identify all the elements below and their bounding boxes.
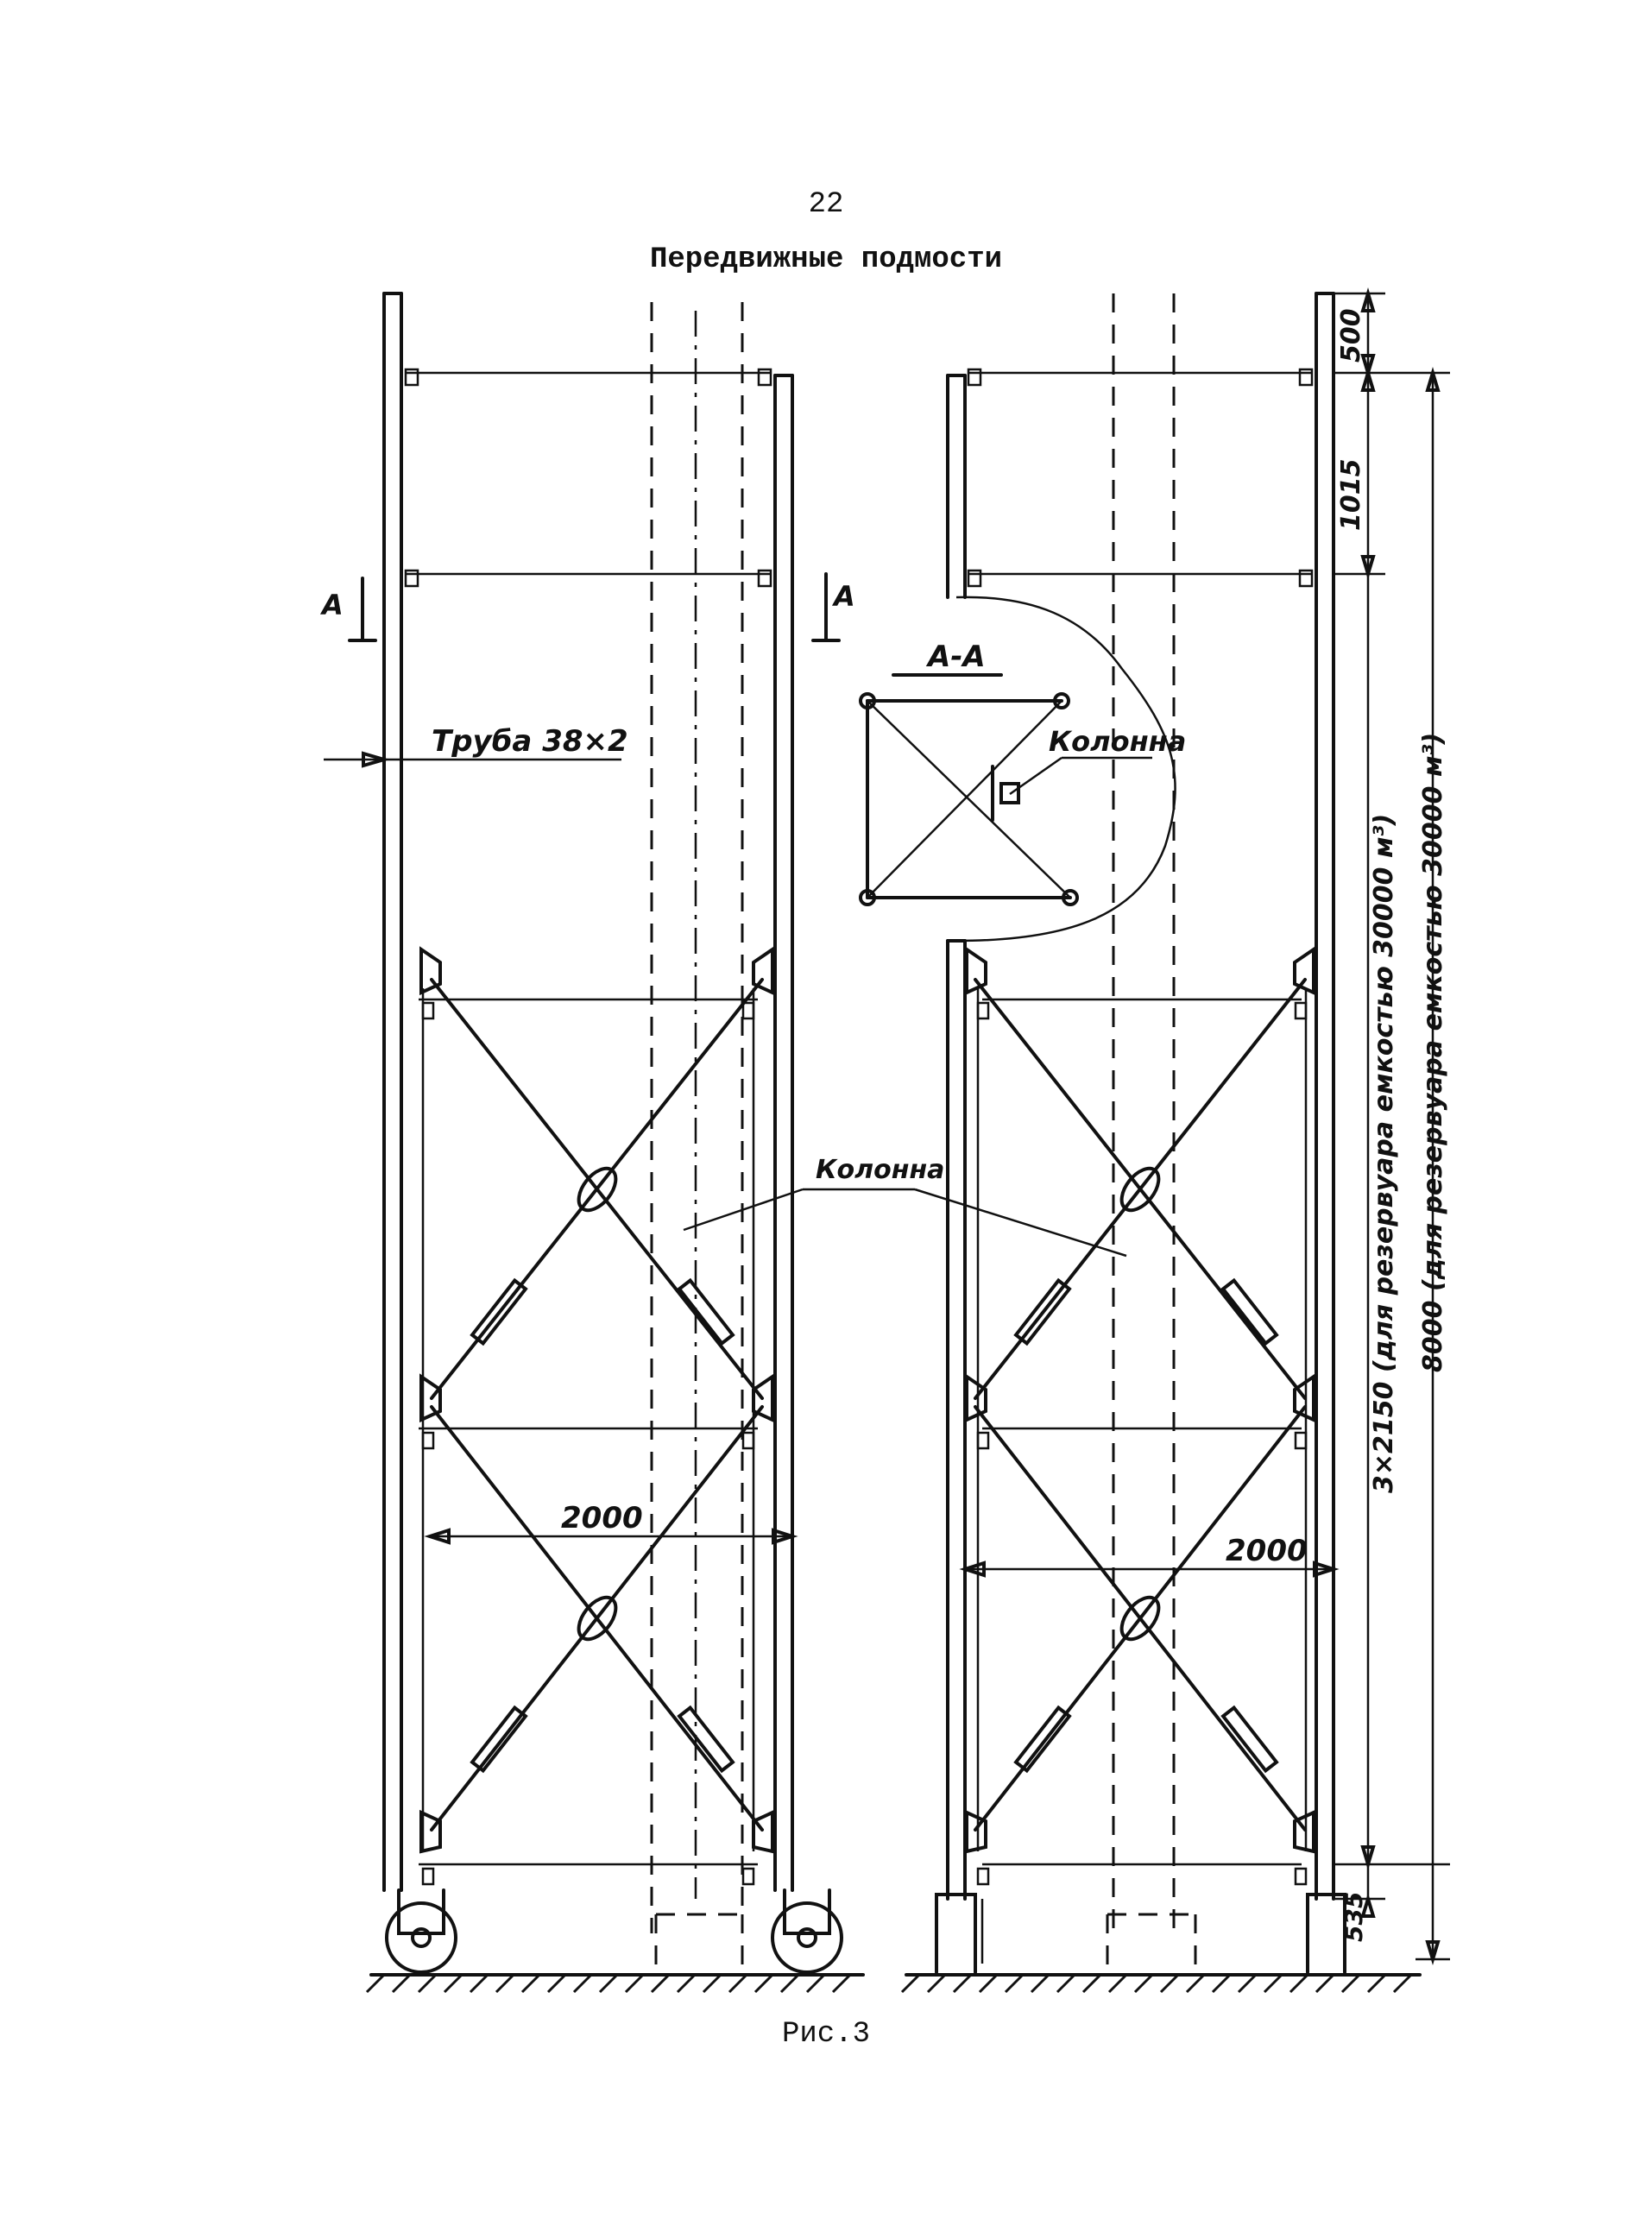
section-marks: А А: [319, 572, 855, 642]
left-column-outline: [650, 302, 744, 1968]
left-posts: [382, 292, 794, 1892]
left-gussets: [419, 946, 774, 1854]
right-scaffold-view: 2000: [900, 292, 1422, 1994]
left-clamps: [404, 368, 772, 1886]
right-clamps: [967, 368, 1314, 1886]
right-posts: [946, 292, 1335, 1901]
dim-tiers-label: 3×2150 (для резервуара емкостью 30000 м³…: [1369, 814, 1399, 1493]
right-gussets: [965, 946, 1315, 1854]
left-width-label: 2000: [561, 1501, 643, 1535]
vertical-dimensions: 500 1015 535 3×2150 (для резервуара емко…: [1334, 287, 1450, 1965]
right-column-outline: [1106, 293, 1197, 1968]
page-title: Передвижные подмости: [649, 243, 1003, 276]
right-rails: [968, 371, 1312, 1866]
dim-top-label: 500: [1336, 308, 1366, 363]
section-view-label: А-А: [925, 640, 986, 674]
section-mark-right: А: [831, 580, 855, 613]
right-width-label: 2000: [1226, 1534, 1308, 1568]
page-number: 22: [808, 188, 844, 221]
right-width-dimension: 2000: [959, 1534, 1340, 1578]
left-braces: [430, 978, 764, 1832]
section-mark-left: А: [319, 589, 344, 621]
dim-bottom-label: 535: [1340, 1892, 1368, 1942]
figure-caption: Рис.3: [781, 2018, 871, 2051]
column-leader: Колонна: [683, 1155, 1127, 1258]
dim-upper-label: 1015: [1336, 459, 1366, 532]
right-base-feet: [935, 1893, 1346, 1974]
section-a-a: А-А Колонна: [859, 640, 1186, 906]
left-ground: [365, 1973, 865, 1994]
pipe-callout: Труба 38×2: [324, 724, 628, 768]
right-braces: [974, 978, 1307, 1832]
left-scaffold-view: 2000 Труба 38×2 А А: [319, 292, 865, 1994]
left-width-dimension: 2000: [424, 1501, 798, 1545]
right-ground: [900, 1973, 1422, 1994]
column-section-label: Колонна: [1049, 725, 1186, 758]
left-wheels: [385, 1888, 843, 1974]
dim-total-label: 8000 (для резервуара емкостью 30000 м³): [1418, 733, 1448, 1372]
pipe-label: Труба 38×2: [432, 724, 628, 759]
column-main-label: Колонна: [816, 1155, 944, 1185]
